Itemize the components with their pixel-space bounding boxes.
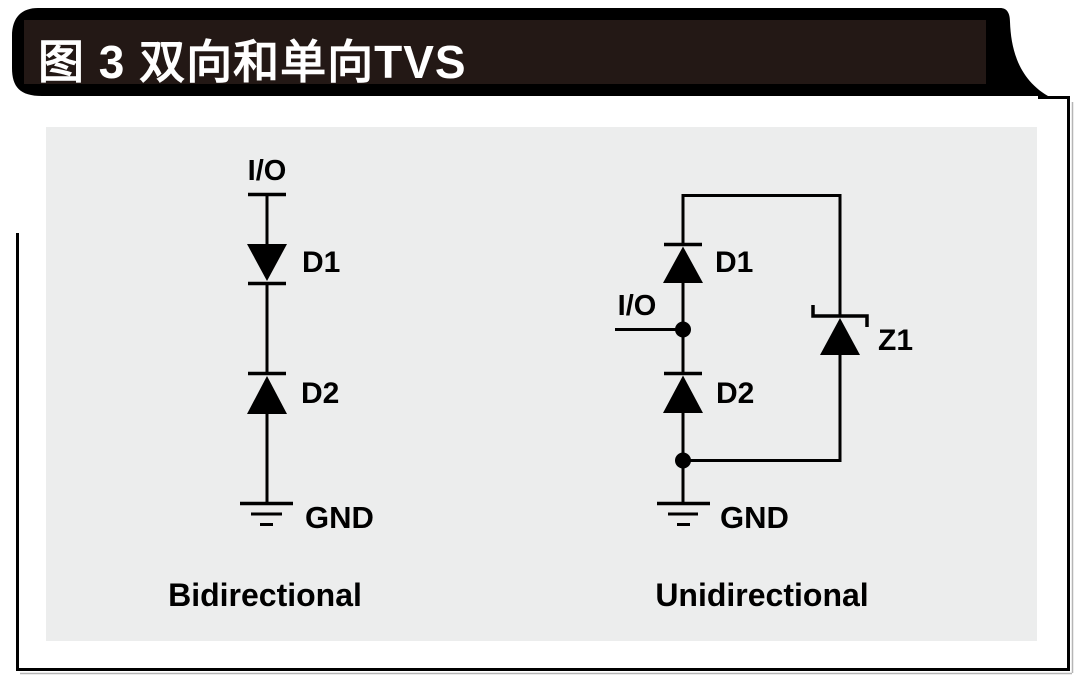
bidirectional-gnd-label: GND (305, 500, 374, 535)
unidirectional-caption: Unidirectional (655, 577, 869, 613)
diode-d2-icon (247, 376, 287, 414)
bidirectional-io-label: I/O (247, 155, 287, 187)
diode-d2-icon (663, 375, 703, 413)
outer-frame (16, 96, 1070, 671)
ground-symbol-icon (240, 501, 293, 526)
bidirectional-d2-label: D2 (301, 377, 340, 410)
frame-shadow (20, 102, 1074, 675)
unidirectional-d1-label: D1 (715, 246, 754, 279)
zener-z1-cathode-bar (811, 305, 869, 327)
bidirectional-circuit (240, 192, 293, 526)
unidirectional-io-label: I/O (617, 290, 657, 322)
junction-dot-icon (675, 321, 691, 338)
bidirectional-caption: Bidirectional (168, 577, 362, 613)
unidirectional-circuit (615, 194, 869, 526)
diagram-panel (46, 127, 1037, 641)
bidirectional-d1-label: D1 (302, 246, 341, 279)
title-bar-inner (24, 20, 986, 84)
unidirectional-d2-label: D2 (716, 377, 755, 410)
zener-z1-icon (820, 318, 860, 355)
diode-d1-icon (247, 244, 287, 281)
diode-d1-icon (663, 246, 703, 283)
bottom-link-wire (683, 355, 842, 462)
unidirectional-gnd-label: GND (720, 500, 789, 535)
unidirectional-z1-label: Z1 (878, 324, 914, 357)
ground-symbol-icon (657, 501, 710, 526)
figure-title: 图 3 双向和单向TVS (38, 36, 467, 88)
top-loop-wire (681, 194, 842, 316)
